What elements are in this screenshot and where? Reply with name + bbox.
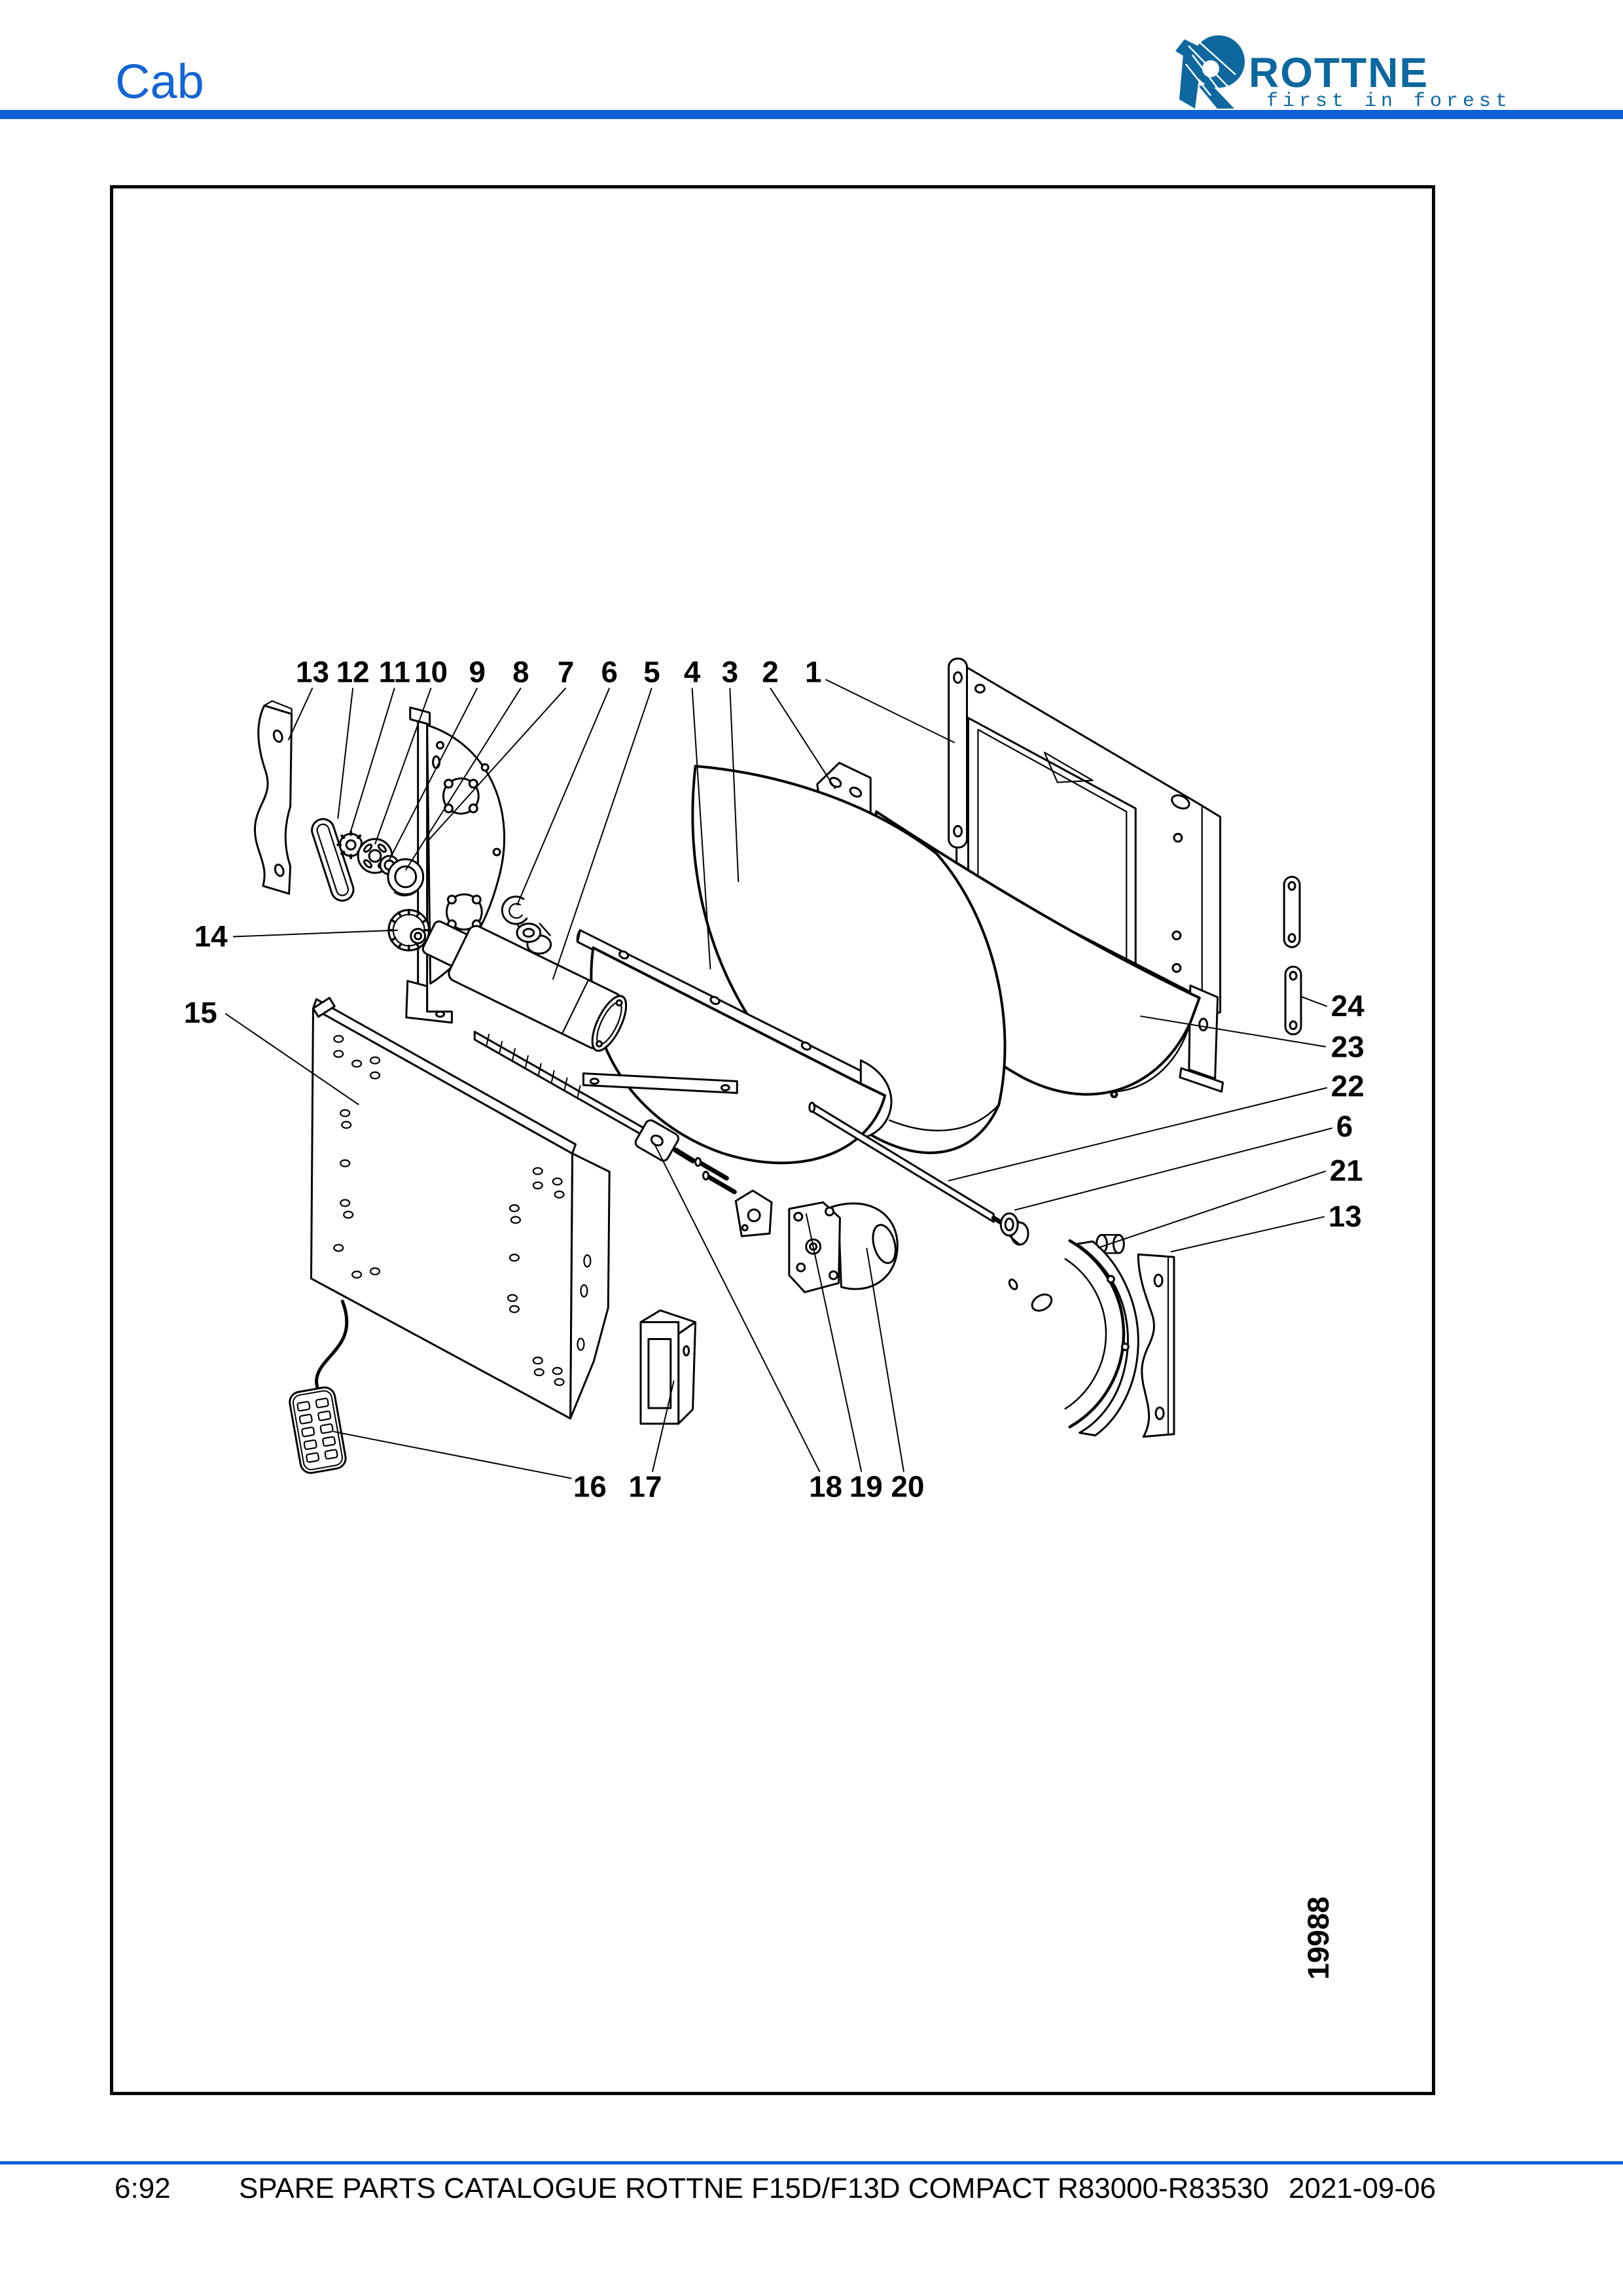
part-frame-bracket [639,1309,697,1425]
callout-label-21: 21 [1330,1154,1363,1188]
callout-label-18: 18 [809,1470,842,1503]
callout-line-20 [866,1248,904,1472]
callout-label-23: 23 [1331,1031,1364,1064]
callout-label-24: 24 [1331,989,1364,1023]
rottne-tagline: first in forest [1266,90,1512,113]
callout-label-11: 11 [379,655,410,688]
callout-line-8 [404,687,522,871]
figure-number: 19988 [1302,1896,1335,1979]
part-spacers [501,895,552,955]
rottne-logo: ROTTNE first in forest [1171,33,1518,113]
callout-line-23 [1140,1015,1326,1048]
callout-line-19 [805,1213,863,1472]
callout-line-17 [651,1380,675,1472]
callout-label-5: 5 [643,655,660,688]
callout-line-5 [552,688,652,980]
callout-line-10 [374,688,432,845]
part-side-bracket-right [1137,1253,1175,1438]
callout-label-4: 4 [684,655,701,688]
part-strap-links [1283,875,1302,1036]
callout-label-7: 7 [558,655,574,688]
callout-label-8: 8 [512,655,529,688]
callout-label-6: 6 [1336,1110,1353,1143]
rottne-brand-text: ROTTNE [1249,49,1429,96]
callout-label-10: 10 [414,655,448,688]
callout-line-1 [825,679,955,743]
callout-line-22 [948,1087,1328,1182]
callout-label-6: 6 [601,655,618,688]
callout-line-24 [1300,996,1328,1007]
callout-line-7 [427,687,567,841]
callout-line-16 [333,1430,572,1479]
footer-date: 2021-09-06 [1289,2172,1436,2204]
callout-line-12 [337,688,354,819]
callout-label-13: 13 [1329,1199,1362,1233]
callout-line-9 [389,687,478,860]
footer-title: SPARE PARTS CATALOGUE ROTTNE F15D/F13D C… [239,2172,1269,2204]
callout-line-14 [233,929,398,938]
callout-label-19: 19 [849,1470,883,1503]
callout-line-13 [287,688,313,741]
part-base-plate [310,997,611,1420]
part-side-bracket-left [254,700,293,895]
footer-page-ref: 6:92 [115,2172,171,2204]
part-sector-plate [405,706,505,1024]
callout-label-20: 20 [891,1470,925,1503]
part-link-bracket [734,1190,773,1237]
part-adjuster-shaft [473,1031,737,1195]
callout-label-2: 2 [762,655,778,688]
callout-label-3: 3 [722,655,738,688]
callout-line-13 [1170,1216,1325,1253]
callout-label-17: 17 [629,1470,662,1503]
callout-label-12: 12 [336,655,370,688]
footer-rule [0,2161,1623,2164]
callout-line-15 [224,1013,359,1106]
callout-line-6 [1014,1127,1333,1211]
callout-line-4 [691,688,711,970]
callout-label-1: 1 [805,655,821,688]
callout-line-11 [349,688,395,836]
part-middle-curved-sheet [691,764,1007,1154]
part-bushing [999,1212,1029,1246]
exploded-diagram: 1312111098765432114152423226211316171819… [184,655,1364,1979]
callout-line-18 [654,1144,821,1472]
rottne-logo-icon [1175,35,1245,109]
part-bearing [387,858,425,896]
part-chain-link [311,818,355,902]
part-gearmotor [788,1201,899,1294]
callout-label-15: 15 [184,996,217,1029]
callout-label-9: 9 [469,655,486,688]
part-keypad [289,1299,349,1474]
header-rule [0,110,1623,119]
callout-label-16: 16 [573,1470,607,1503]
callout-label-13: 13 [296,655,329,688]
callout-line-2 [770,687,836,790]
part-gear [387,909,431,952]
callout-line-21 [1097,1170,1327,1249]
callout-label-22: 22 [1331,1069,1364,1103]
part-crescent-bracket [1076,1240,1139,1437]
callout-line-6 [516,688,611,906]
callout-line-3 [729,688,740,883]
callout-label-14: 14 [194,919,228,953]
part-motor-cylinder [421,920,738,1094]
page-title: Cab [115,54,204,109]
